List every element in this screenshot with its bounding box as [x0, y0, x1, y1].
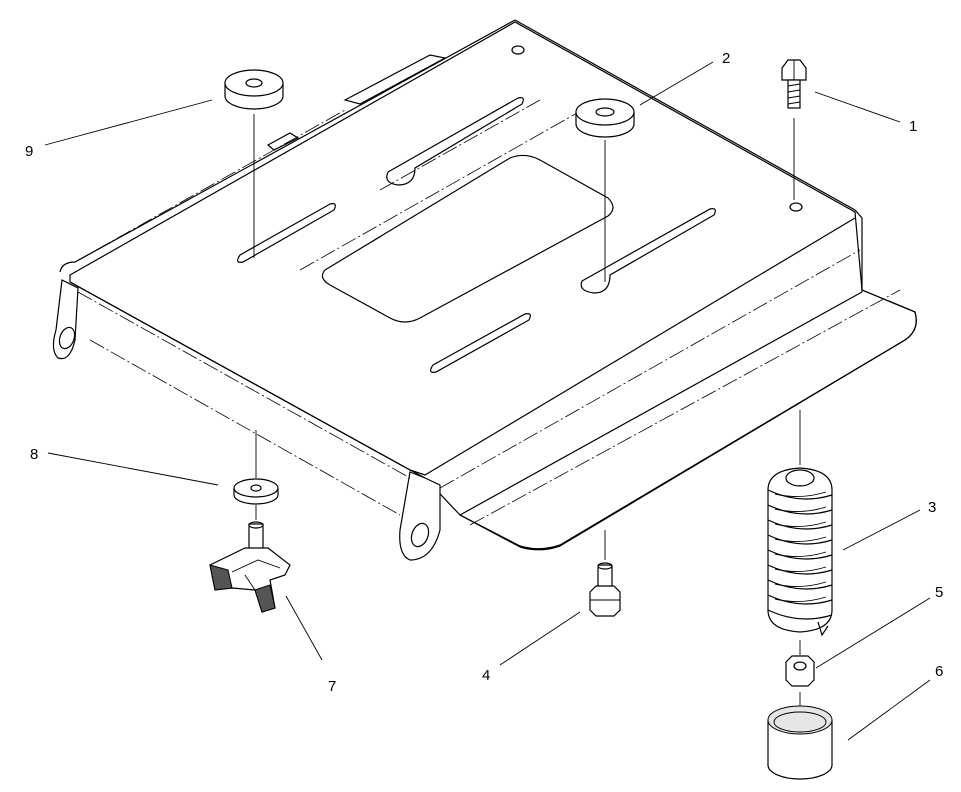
part-3-spring: [767, 410, 833, 637]
part-4-shoulder-bolt: [589, 530, 621, 617]
callout-2: 2: [722, 50, 730, 67]
callout-4: 4: [482, 667, 490, 684]
leader-lines: [44, 61, 931, 741]
callout-6: 6: [935, 663, 943, 680]
callout-3: 3: [928, 499, 936, 516]
callout-7: 7: [328, 678, 336, 695]
callout-1: 1: [909, 118, 917, 135]
part-6-cup: [767, 705, 833, 780]
part-2-spacer: [575, 98, 635, 282]
callout-9: 9: [25, 143, 33, 160]
part-9-spacer: [224, 69, 284, 258]
part-8-washer: [233, 430, 279, 520]
mounting-plate: [52, 19, 917, 561]
part-1-bolt: [781, 59, 807, 200]
part-5-nut: [785, 640, 815, 708]
callout-5: 5: [935, 584, 943, 601]
callout-8: 8: [30, 446, 38, 463]
callout-labels: 1 2 3 4 5 6 7 8 9: [25, 50, 943, 695]
part-7-knob: [209, 521, 291, 613]
